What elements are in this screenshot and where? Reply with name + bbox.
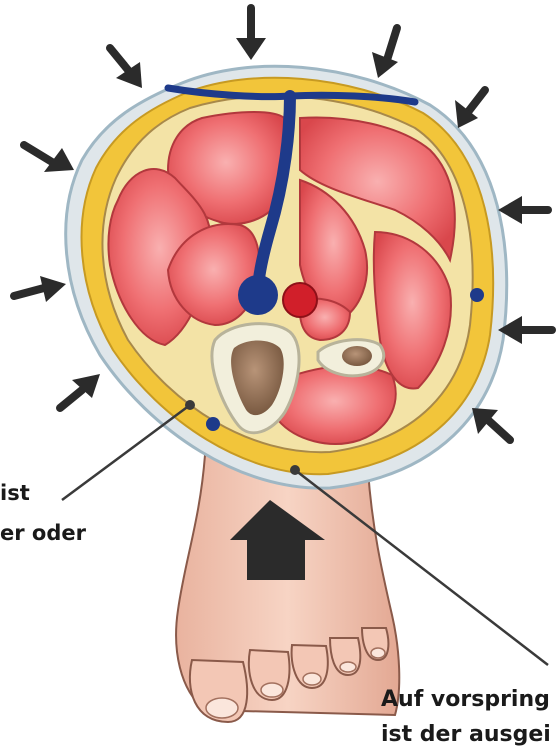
label-left-line-2: er oder (0, 523, 86, 544)
arrow-icon (236, 8, 266, 60)
arrow-icon (24, 145, 74, 172)
small-vessel-left (206, 417, 220, 431)
arrow-icon (110, 48, 142, 88)
arrow-icon (60, 374, 100, 408)
arrow-icon (14, 276, 66, 302)
fibula-bone (318, 340, 384, 376)
arrow-icon (455, 90, 485, 128)
leader-dot-right (290, 465, 300, 475)
label-left-line-1: ist (0, 483, 30, 504)
leader-line-left (62, 405, 190, 500)
arrow-icon (498, 196, 548, 224)
arrow-icon (472, 408, 510, 440)
small-vessel-right (470, 288, 484, 302)
foot-illustration (176, 455, 399, 722)
arrow-icon (372, 28, 398, 78)
label-right-line-1: Auf vorspring (381, 689, 550, 711)
leader-dot-left (185, 400, 195, 410)
artery (283, 283, 317, 317)
label-right-line-2: ist der ausgei (381, 724, 551, 746)
cross-section (66, 66, 507, 488)
